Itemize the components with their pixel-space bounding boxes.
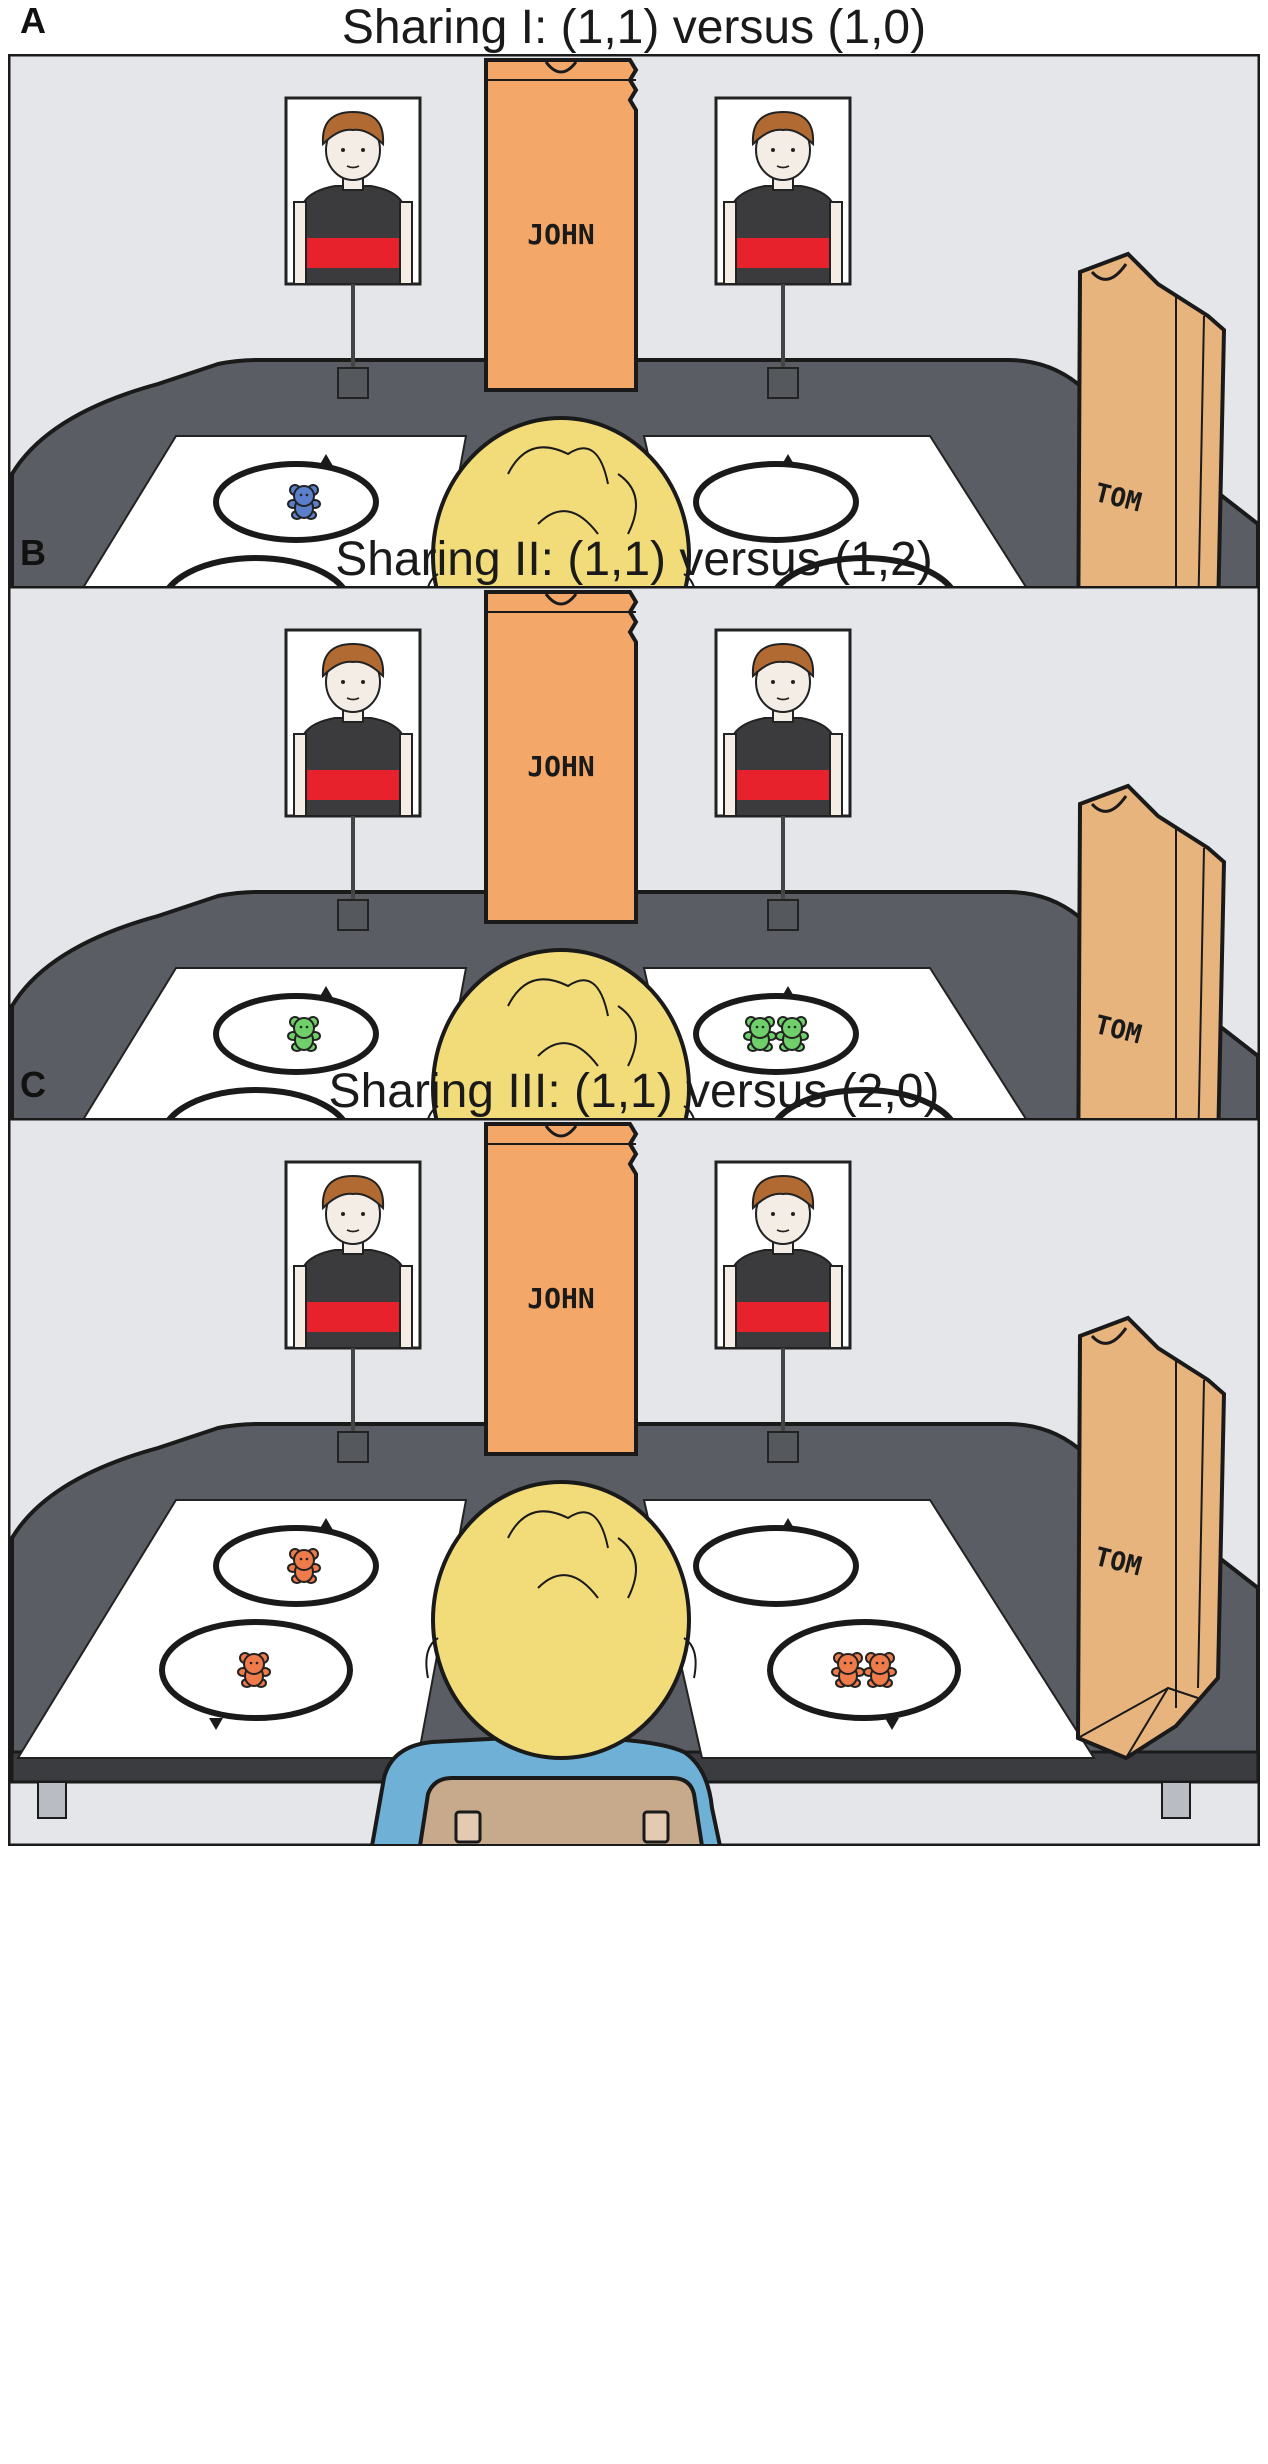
arrow-up-icon — [781, 986, 795, 998]
arrow-up-icon — [319, 454, 333, 466]
bag-front-label: JOHN — [527, 1282, 594, 1315]
portrait-right — [714, 1160, 852, 1463]
panel-title: Sharing II: (1,1) versus (1,2) — [335, 533, 933, 586]
panel-letter: C — [20, 1064, 46, 1105]
arrow-down-icon — [885, 1718, 899, 1730]
ring-top-left — [213, 993, 379, 1075]
panel-letter: A — [20, 0, 46, 41]
bag-front: JOHN — [484, 58, 639, 392]
ring-bottom-right — [767, 1619, 961, 1721]
scene-illustration: JOHN TOM — [8, 1118, 1260, 1846]
ring-top-right — [693, 993, 859, 1075]
bag-front-label: JOHN — [527, 750, 594, 783]
ring-top-right — [693, 1525, 859, 1607]
teddy-bear-icon — [831, 1652, 865, 1688]
ring-top-right — [693, 461, 859, 543]
bag-front: JOHN — [484, 590, 639, 924]
teddy-bear-icon — [863, 1652, 897, 1688]
panel-letter: B — [20, 532, 46, 573]
arrow-up-icon — [319, 1518, 333, 1530]
tray-right — [642, 1499, 1096, 1759]
arrow-up-icon — [781, 1518, 795, 1530]
arrow-down-icon — [209, 1718, 223, 1730]
bag-front: JOHN — [484, 1122, 639, 1456]
portrait-left — [284, 1160, 422, 1463]
panel-title: Sharing I: (1,1) versus (1,0) — [341, 1, 927, 54]
teddy-bear-icon — [775, 1016, 809, 1052]
portrait-right — [714, 96, 852, 399]
bag-side: TOM — [1075, 783, 1227, 1229]
teddy-bear-icon — [287, 484, 321, 520]
portrait-right — [714, 628, 852, 931]
child-back-view — [369, 1480, 723, 1846]
portrait-left — [284, 96, 422, 399]
chair — [417, 1776, 705, 1846]
ring-top-left — [213, 461, 379, 543]
teddy-bear-icon — [237, 1652, 271, 1688]
panel-c: C Sharing III: (1,1) versus (2,0) JOHN TOM — [0, 1064, 1268, 1884]
panel-title: Sharing III: (1,1) versus (2,0) — [328, 1065, 940, 1118]
arrow-up-icon — [781, 454, 795, 466]
ring-top-left — [213, 1525, 379, 1607]
teddy-bear-icon — [743, 1016, 777, 1052]
bag-front-label: JOHN — [527, 218, 594, 251]
teddy-bear-icon — [287, 1016, 321, 1052]
bag-side: TOM — [1075, 251, 1227, 697]
teddy-bear-icon — [287, 1548, 321, 1584]
ring-bottom-left — [159, 1619, 353, 1721]
portrait-left — [284, 628, 422, 931]
arrow-up-icon — [319, 986, 333, 998]
bag-side: TOM — [1075, 1315, 1227, 1761]
